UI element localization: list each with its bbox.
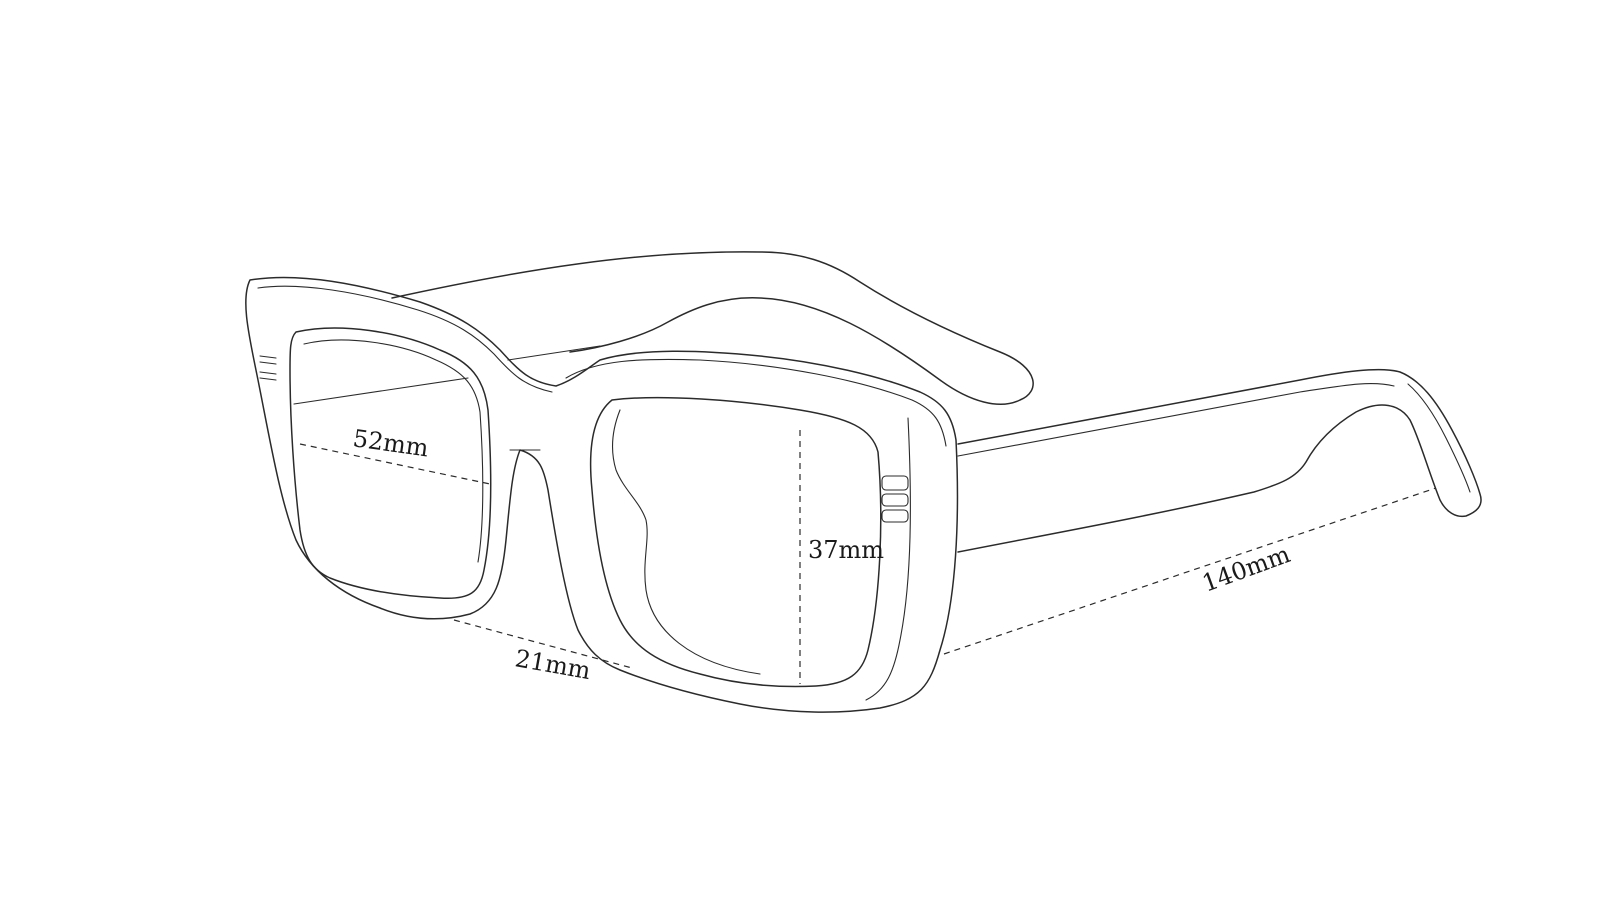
lens-height-label: 37mm — [808, 536, 884, 564]
right-lens — [589, 396, 882, 688]
lens-height-dimension: 37mm — [799, 430, 884, 684]
lens-width-label: 52mm — [351, 424, 430, 462]
temple-length-label: 140mm — [1198, 540, 1294, 598]
temple-length-dimension: 140mm — [943, 487, 1437, 655]
left-rim — [245, 276, 959, 713]
lens-width-dimension: 52mm — [299, 424, 491, 485]
left-hinge-rivets — [259, 355, 277, 381]
far-temple-arm — [293, 251, 1034, 405]
bridge-width-dimension: 21mm — [453, 619, 633, 685]
near-temple-arm — [957, 368, 1482, 553]
right-hinge-rivets — [881, 475, 909, 523]
bridge-width-label: 21mm — [513, 644, 593, 685]
left-lens — [289, 327, 541, 600]
